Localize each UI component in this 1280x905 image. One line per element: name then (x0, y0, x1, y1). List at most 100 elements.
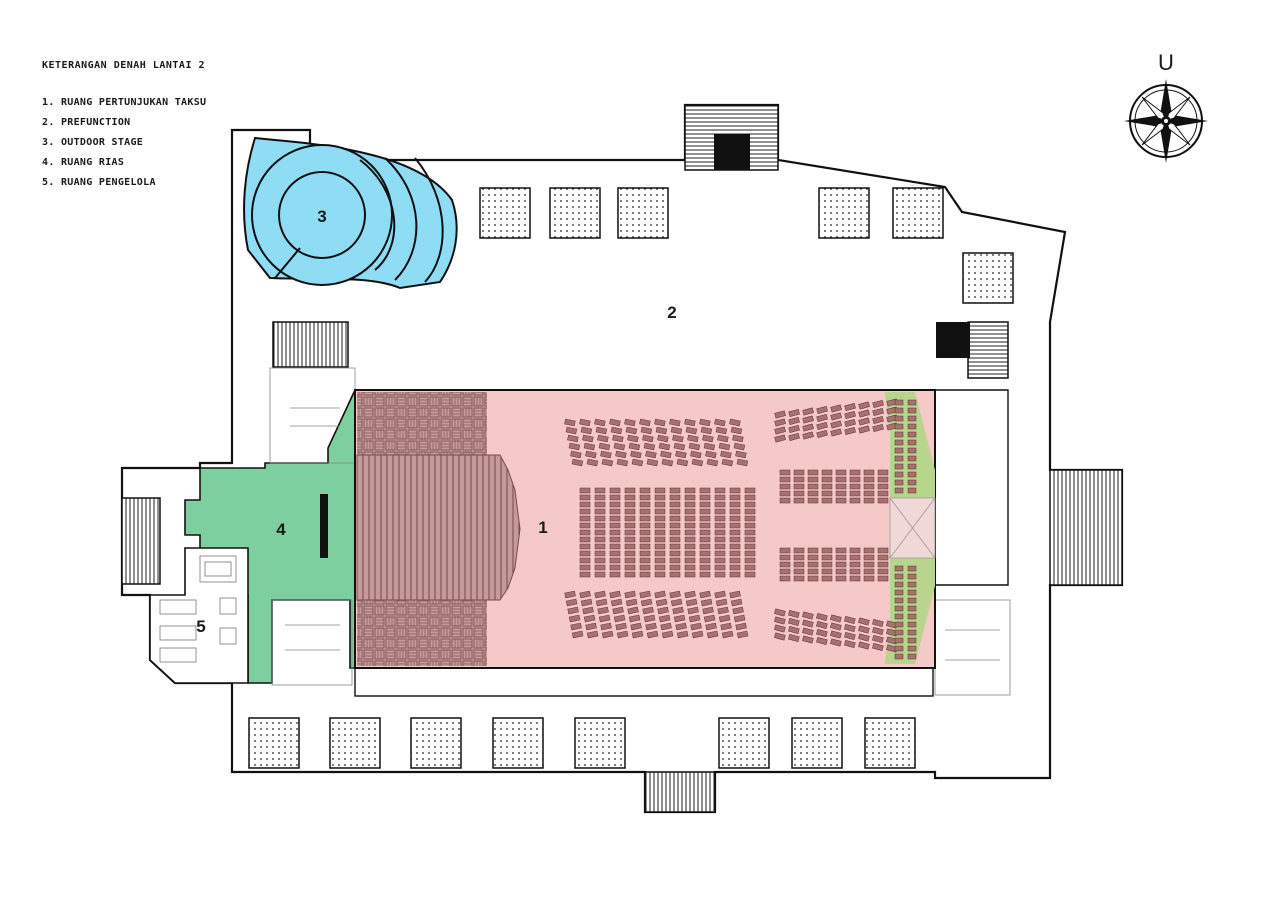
seat (774, 434, 786, 443)
stair-east (967, 321, 1009, 379)
seat (894, 565, 904, 572)
seat (669, 557, 681, 564)
seat (670, 426, 683, 435)
seat (567, 606, 579, 615)
seat (655, 598, 668, 607)
seat (729, 515, 741, 522)
seat (714, 557, 726, 564)
seat (570, 450, 582, 459)
seat (830, 428, 842, 437)
seat (609, 550, 621, 557)
stair-west-outer (121, 497, 161, 585)
seat (894, 447, 904, 454)
seat (830, 638, 842, 647)
seat (688, 614, 701, 623)
seat (579, 515, 591, 522)
seat (565, 426, 578, 435)
north-label: U (1158, 50, 1174, 75)
seat (844, 639, 856, 648)
seat (849, 497, 861, 504)
seat (672, 606, 684, 615)
seat (691, 630, 704, 639)
seat (699, 590, 711, 599)
seat (729, 536, 741, 543)
seat (849, 575, 861, 582)
seat (685, 426, 698, 435)
seat (669, 501, 681, 508)
seat (744, 487, 756, 494)
seat (639, 571, 651, 578)
seat (706, 458, 719, 467)
seat (669, 536, 681, 543)
seat (684, 529, 696, 536)
seat (844, 418, 856, 427)
seat (699, 571, 711, 578)
seat (610, 598, 623, 607)
seat (669, 564, 681, 571)
seat (609, 564, 621, 571)
seat (654, 515, 666, 522)
seat (669, 508, 681, 515)
seat (642, 606, 654, 615)
seat (907, 605, 917, 612)
seat (835, 575, 847, 582)
seat (585, 450, 597, 459)
seat (807, 561, 819, 568)
seat (654, 571, 666, 578)
seat (863, 469, 875, 476)
seat (779, 568, 791, 575)
seat (609, 501, 621, 508)
seat (835, 476, 847, 483)
seat (624, 508, 636, 515)
seat (793, 568, 805, 575)
seat (673, 442, 686, 451)
seat (894, 415, 904, 422)
lift-north (714, 134, 750, 170)
seat (654, 508, 666, 515)
seat (907, 565, 917, 572)
seat (660, 450, 672, 459)
seat (565, 598, 578, 607)
seat (654, 501, 666, 508)
seat (613, 442, 626, 451)
seat (830, 412, 842, 421)
seat (571, 458, 584, 467)
seat (700, 598, 713, 607)
seat (579, 501, 591, 508)
seat (624, 529, 636, 536)
seat (594, 571, 606, 578)
seat (858, 417, 870, 426)
seat (690, 622, 702, 631)
seat (597, 434, 609, 443)
seat (609, 515, 621, 522)
seat (793, 575, 805, 582)
seat (821, 554, 833, 561)
seat (594, 418, 606, 427)
seat (730, 598, 743, 607)
east-wall (935, 389, 1009, 586)
seat (624, 494, 636, 501)
seat (821, 469, 833, 476)
seat (849, 490, 861, 497)
seat (567, 434, 579, 443)
seat (844, 426, 856, 435)
seat (830, 420, 842, 429)
seat (835, 568, 847, 575)
seat (669, 494, 681, 501)
seat (774, 608, 786, 617)
seat (654, 487, 666, 494)
seat (744, 557, 756, 564)
seat (807, 547, 819, 554)
seat (654, 590, 666, 599)
seat (625, 598, 638, 607)
seat (654, 557, 666, 564)
seat (872, 399, 884, 408)
seat (835, 561, 847, 568)
seat (788, 408, 800, 417)
legend-item-2: 2. PREFUNCTION (42, 117, 131, 128)
seat (894, 581, 904, 588)
seat (631, 458, 644, 467)
seat (744, 529, 756, 536)
seat (609, 529, 621, 536)
seat (684, 543, 696, 550)
